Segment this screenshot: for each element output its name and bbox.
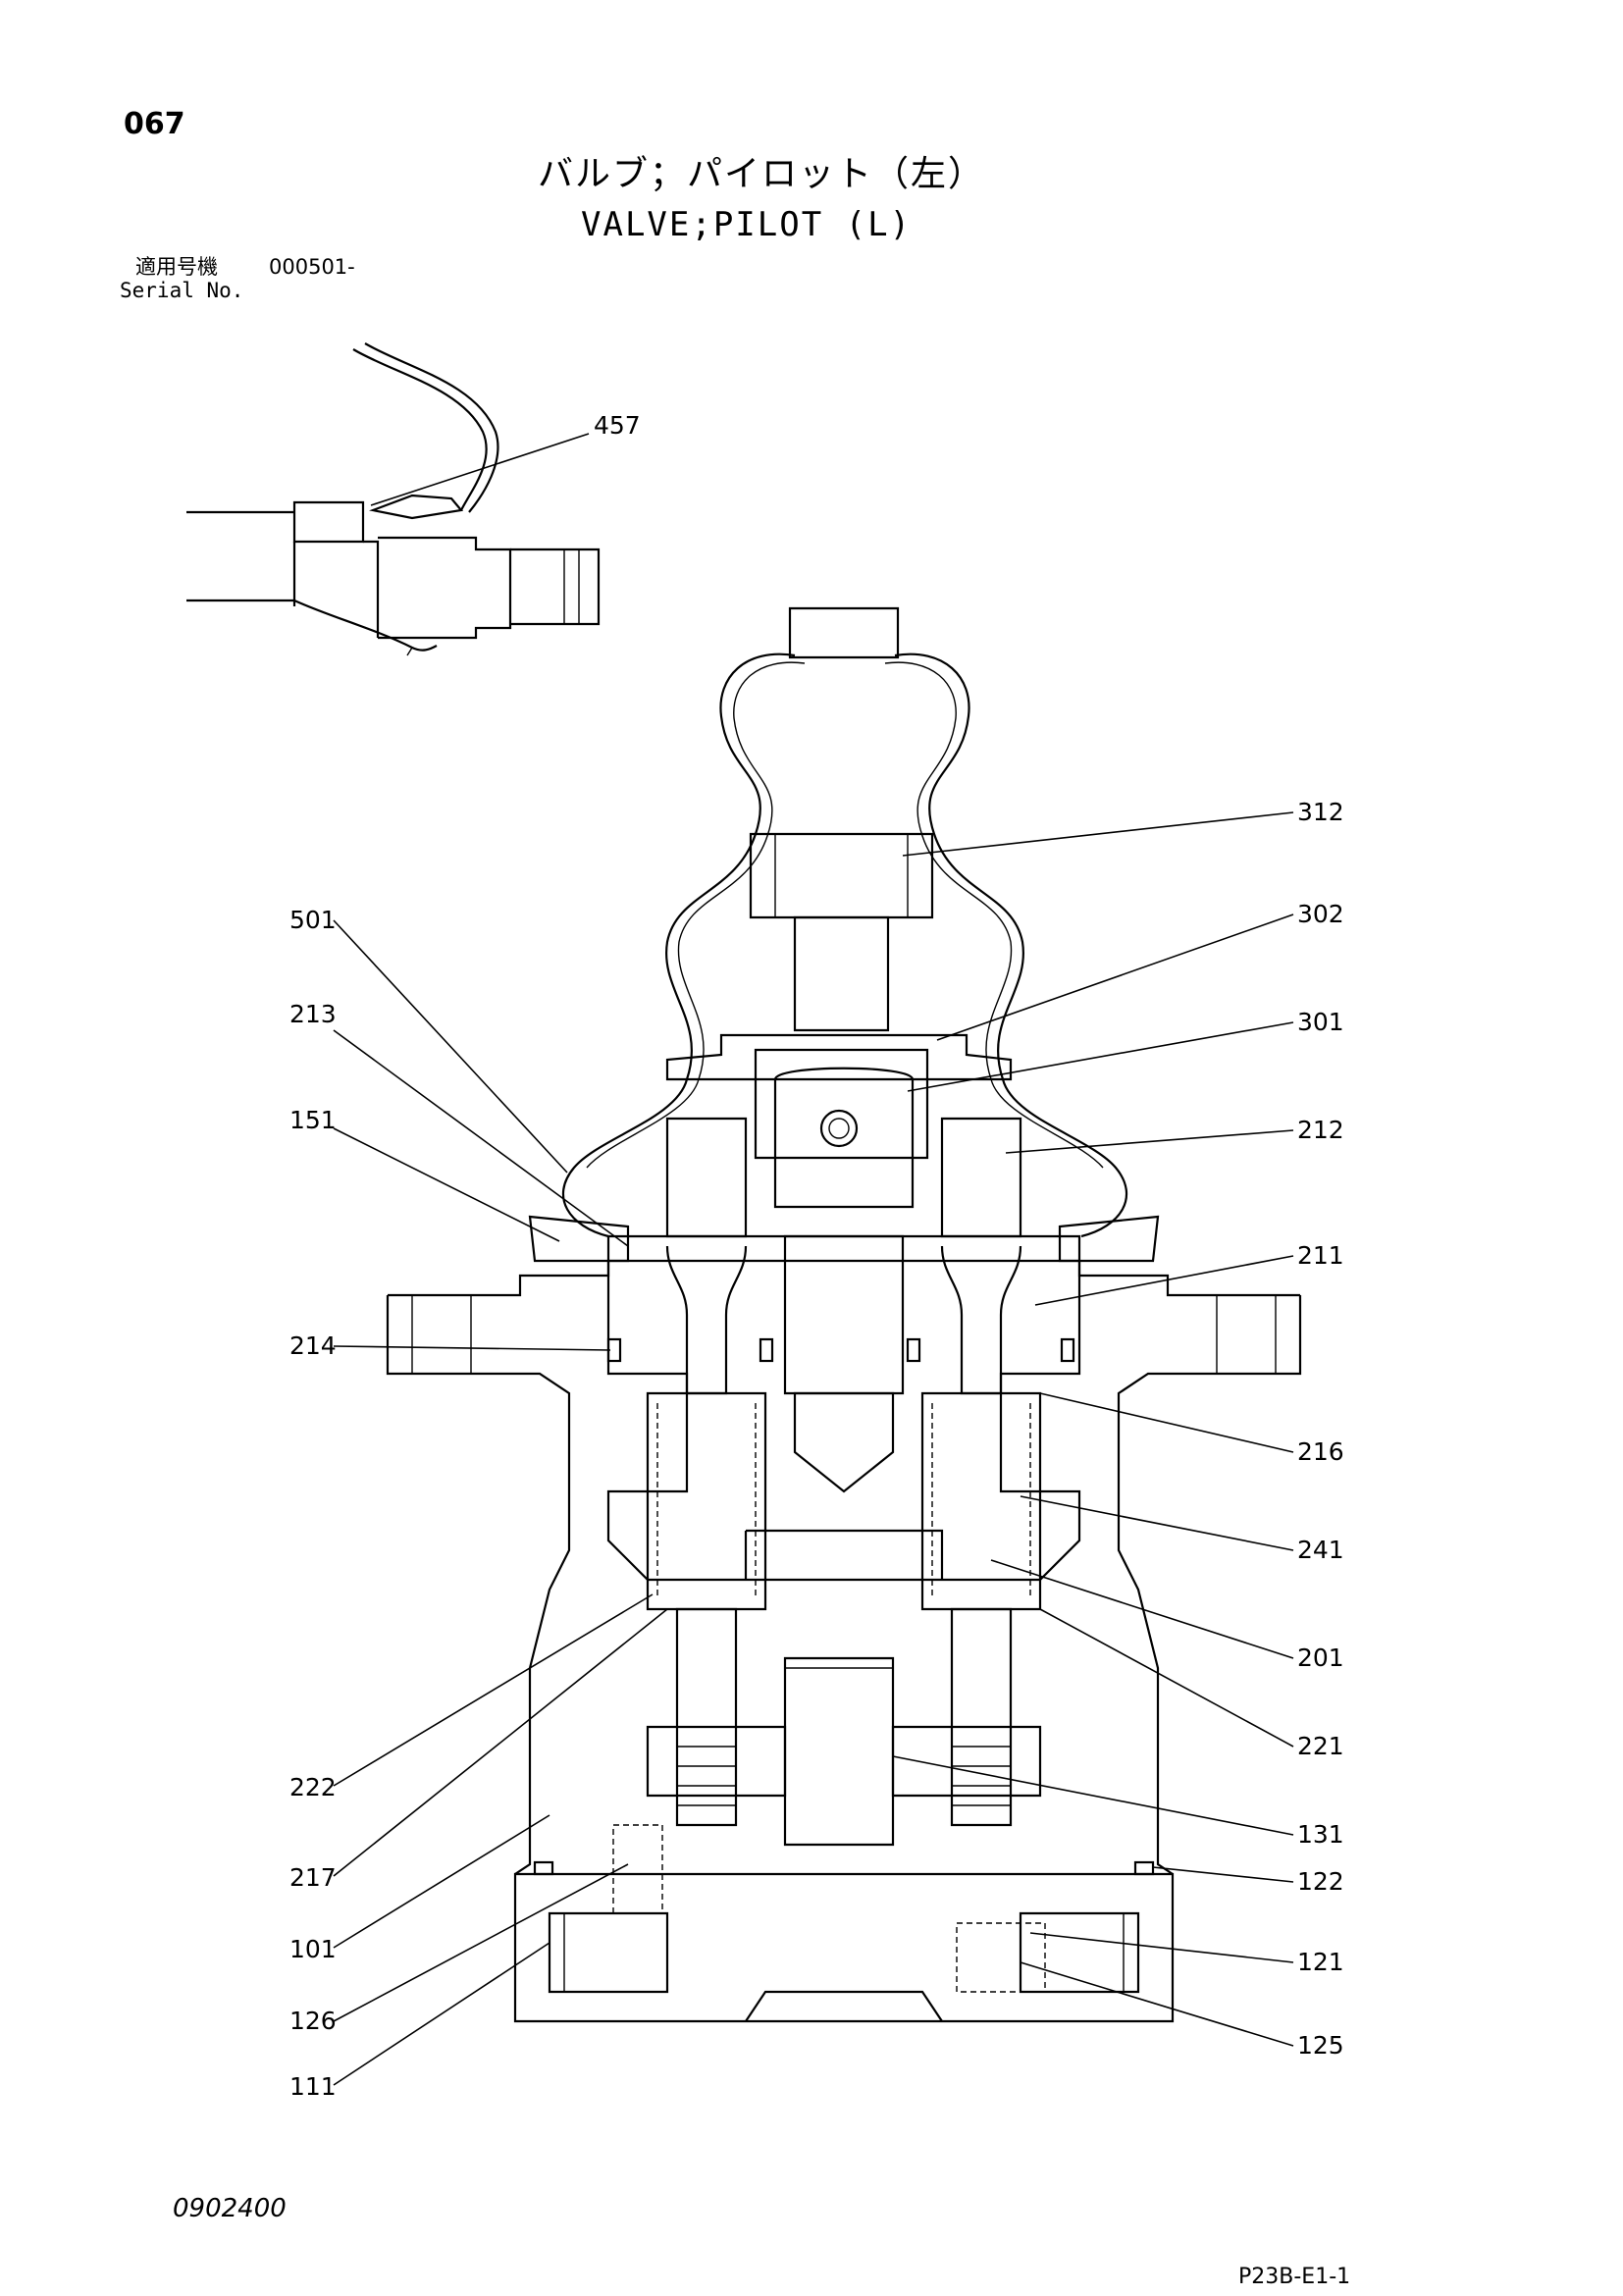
callout-label: 201 xyxy=(1297,1644,1344,1672)
callout-label: 222 xyxy=(289,1773,337,1801)
serial-label-english: Serial No. xyxy=(120,279,244,302)
title-japanese: バルブ；パイロット（左） xyxy=(538,154,986,194)
callout-label: 111 xyxy=(289,2072,337,2101)
callout-label: 221 xyxy=(1297,1732,1344,1760)
callout-label: 501 xyxy=(289,906,337,934)
callout-label: 217 xyxy=(289,1863,337,1892)
callout-label: 457 xyxy=(594,411,641,440)
callout-label: 301 xyxy=(1297,1008,1344,1036)
callout-label: 214 xyxy=(289,1331,337,1360)
callout-label: 302 xyxy=(1297,900,1344,928)
callout-label: 122 xyxy=(1297,1867,1344,1896)
callout-labels: 457 312 302 301 212 211 216 241 201 221 … xyxy=(289,411,1344,2101)
callout-label: 131 xyxy=(1297,1820,1344,1849)
serial-label-japanese: 適用号機 xyxy=(135,255,218,279)
callout-label: 126 xyxy=(289,2007,337,2035)
callout-label: 101 xyxy=(289,1935,337,1963)
callout-label: 125 xyxy=(1297,2031,1344,2060)
callout-label: 212 xyxy=(1297,1116,1344,1144)
callout-label: 216 xyxy=(1297,1437,1344,1466)
document-code: 0902400 xyxy=(173,2194,287,2223)
page-number: 067 xyxy=(124,107,185,141)
callout-label: 241 xyxy=(1297,1536,1344,1564)
callout-label: 211 xyxy=(1297,1241,1344,1270)
detail-inset-hose-clamp xyxy=(186,342,601,656)
callout-label: 121 xyxy=(1297,1948,1344,1976)
serial-value: 000501- xyxy=(269,255,355,279)
main-section-view xyxy=(386,606,1302,2023)
callout-label: 312 xyxy=(1297,798,1344,826)
title-english: VALVE;PILOT (L) xyxy=(581,205,913,244)
callout-label: 151 xyxy=(289,1106,337,1134)
leader-lines xyxy=(333,433,1294,2086)
page-reference: P23B-E1-1 xyxy=(1238,2265,1351,2289)
callout-label: 213 xyxy=(289,1000,337,1028)
